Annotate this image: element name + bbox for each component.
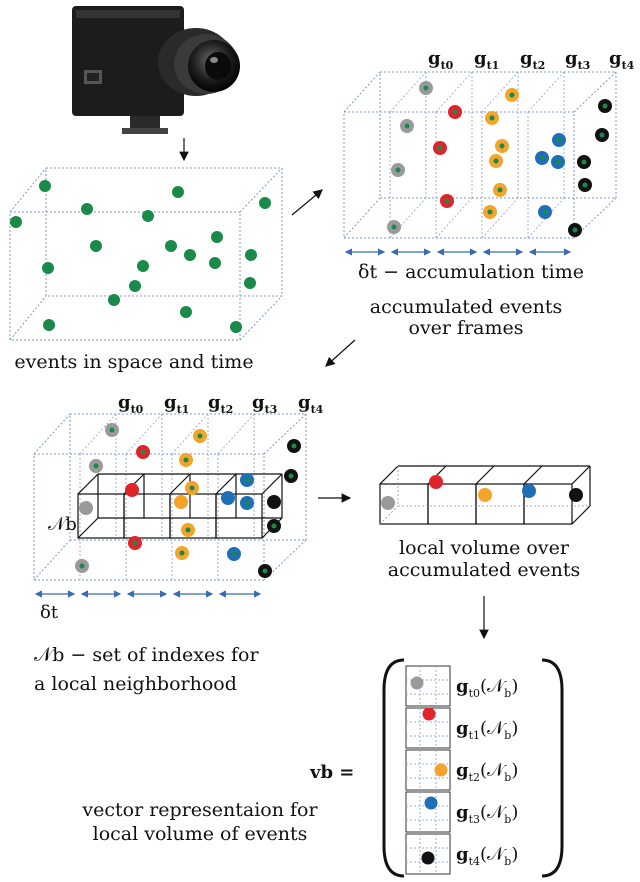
nb-symbol: 𝒩b [48, 514, 77, 535]
vector-bracket-right [541, 658, 564, 878]
vector-row-label: gt4(𝒩b) [456, 844, 518, 868]
accumulated-volume [343, 71, 617, 239]
frame-label: gt2 [520, 48, 545, 72]
vector-row: gt4(𝒩b) [405, 833, 518, 875]
vector-row: gt0(𝒩b) [405, 665, 518, 707]
frame-label: gt3 [252, 392, 277, 416]
vector-row: gt1(𝒩b) [405, 707, 518, 749]
arrow-diagonal-icon [325, 339, 356, 367]
vector-row-label: gt1(𝒩b) [456, 718, 518, 742]
delta-t-label: δt [40, 602, 59, 623]
frame-label: gt4 [609, 48, 635, 72]
arrow-diagonal-icon [291, 189, 323, 216]
accumulated-events-label-1: accumulated events [370, 296, 562, 318]
vector-row-label: gt2(𝒩b) [456, 760, 518, 784]
frame-label: gt2 [208, 392, 233, 416]
accumulated-events-label-2: over frames [409, 317, 524, 339]
camera-icon [72, 6, 240, 134]
frame-label: gt1 [164, 392, 189, 416]
events-space-time-label: events in space and time [14, 351, 253, 373]
nb-definition-line-2: a local neighborhood [34, 673, 237, 695]
accumulation-time-label: δt − accumulation time [358, 261, 584, 283]
vector-row: gt3(𝒩b) [405, 791, 518, 833]
frame-label: gt1 [474, 48, 499, 72]
frame-label: gt4 [298, 392, 324, 416]
local-volume-label-1: local volume over [399, 537, 570, 559]
vector-row-label: gt3(𝒩b) [456, 802, 518, 826]
frame-label: gt3 [565, 48, 590, 72]
vector-bracket-left [382, 658, 405, 878]
vb-symbol: vb = [309, 762, 354, 783]
events-volume [9, 167, 283, 341]
local-volume-label-2: accumulated events [388, 559, 580, 581]
nb-definition-line-1: 𝒩b − set of indexes for [34, 644, 259, 666]
frame-label: gt0 [118, 392, 144, 416]
vector-rows: gt0(𝒩b) gt1(𝒩b) gt2(𝒩b) gt3(𝒩b) [405, 665, 518, 875]
vector-representation-label-2: local volume of events [93, 823, 308, 845]
vector-representation-label-1: vector representaion for [81, 799, 318, 821]
neighborhood-volume [33, 413, 307, 581]
vector-row: gt2(𝒩b) [405, 749, 518, 791]
frame-label: gt0 [428, 48, 454, 72]
local-volume [379, 465, 591, 525]
vector-row-label: gt0(𝒩b) [456, 676, 518, 700]
frame-labels-middle: gt0 gt1 gt2 gt3 gt4 [118, 392, 324, 416]
frame-labels-top: gt0 gt1 gt2 gt3 gt4 [428, 48, 635, 72]
